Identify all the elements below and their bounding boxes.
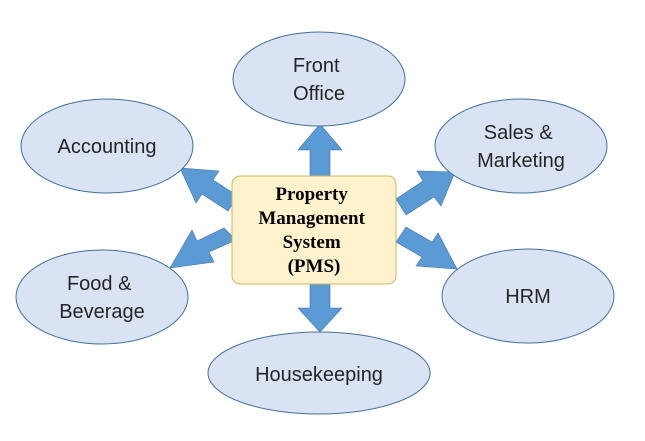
food-beverage-label: Food & Beverage [59, 273, 145, 323]
node-sales-marketing: Sales & Marketing [434, 98, 608, 194]
hrm-ellipse [441, 248, 615, 344]
housekeeping-label: Housekeeping [255, 364, 383, 386]
node-accounting: Accounting [20, 98, 194, 194]
node-hrm: HRM [441, 248, 615, 344]
sales-marketing-ellipse [434, 98, 608, 194]
arrow-to-accounting [179, 167, 239, 212]
node-housekeeping: Housekeeping [207, 331, 431, 415]
housekeeping-ellipse [207, 331, 431, 415]
center-pms: Property Management System (PMS) [231, 175, 397, 285]
arrow-to-food-beverage [169, 227, 237, 269]
arrow-to-sales-marketing [395, 170, 456, 216]
arrows [169, 123, 458, 333]
arrow-to-hrm [395, 226, 458, 270]
accounting-ellipse [20, 98, 194, 194]
front-office-ellipse [232, 31, 406, 127]
hrm-label: HRM [505, 286, 551, 308]
node-front-office: Front Office [232, 31, 406, 127]
center-box [231, 175, 397, 285]
food-beverage-ellipse [15, 249, 189, 345]
front-office-label: Front Office [293, 55, 345, 105]
arrow-to-front-office [297, 123, 343, 177]
node-food-beverage: Food & Beverage [15, 249, 189, 345]
arrow-to-housekeeping [297, 283, 343, 333]
sales-marketing-label: Sales & Marketing [477, 122, 565, 172]
center-label: Property Management System (PMS) [258, 184, 369, 277]
accounting-label: Accounting [58, 136, 157, 158]
